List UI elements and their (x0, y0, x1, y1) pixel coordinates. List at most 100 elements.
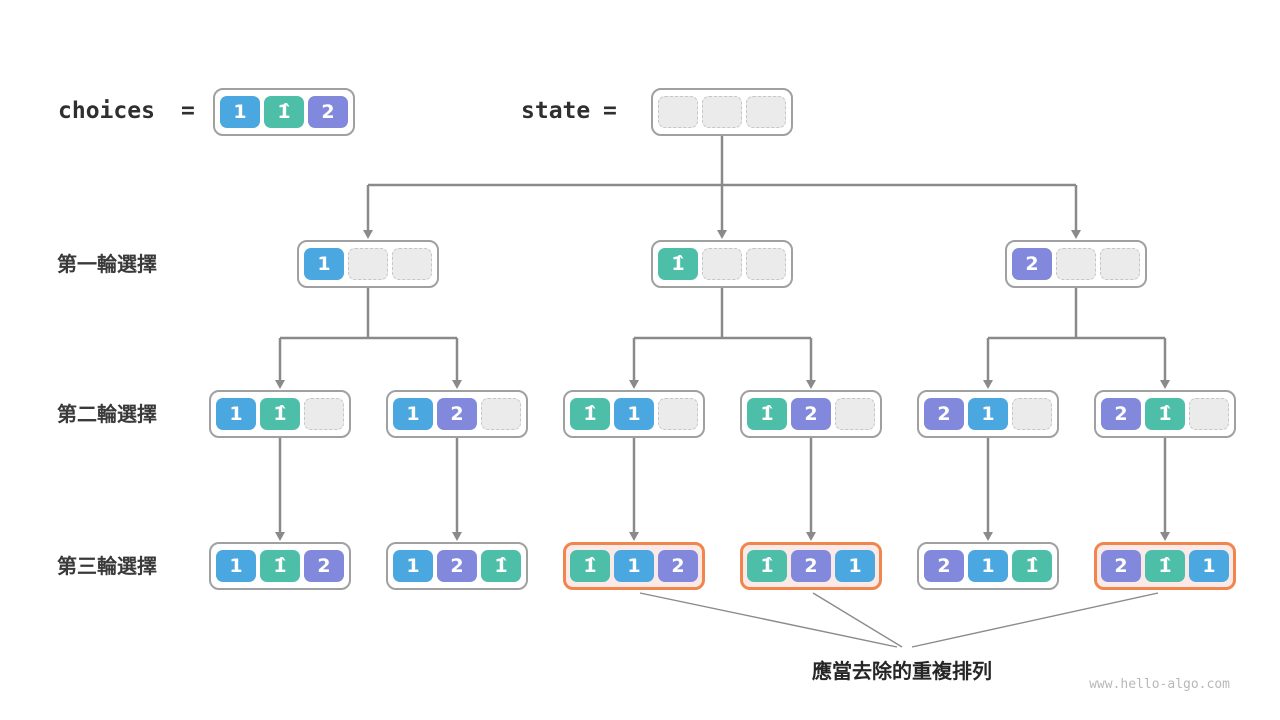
value-cell: 2 (1012, 248, 1052, 280)
watermark: www.hello-algo.com (1089, 677, 1230, 692)
connector-line (986, 288, 1167, 380)
value-cell: 1̂ (1145, 550, 1185, 582)
round-2-label: 第二輪選擇 (57, 402, 157, 426)
callout-line (639, 592, 898, 648)
value-cell: 1̂ (260, 398, 300, 430)
value-cell: 1̂ (481, 550, 521, 582)
state-label: state (521, 98, 591, 124)
value-cell: 2 (1101, 550, 1141, 582)
empty-cell (1100, 248, 1140, 280)
connector-line (632, 288, 813, 380)
empty-cell (304, 398, 344, 430)
state-box (651, 88, 793, 136)
value-cell: 1 (220, 96, 260, 128)
arrowhead (452, 532, 462, 541)
perm-node-r1-1: 1 (297, 240, 439, 288)
callout-line (911, 592, 1159, 648)
value-cell: 1 (393, 550, 433, 582)
value-cell: 1 (614, 550, 654, 582)
arrowhead (363, 230, 373, 239)
empty-cell (392, 248, 432, 280)
value-cell: 2 (924, 398, 964, 430)
empty-cell (658, 398, 698, 430)
empty-cell (702, 96, 742, 128)
arrowhead (629, 532, 639, 541)
perm-node-r2-4: 1̂2 (740, 390, 882, 438)
value-cell: 2 (304, 550, 344, 582)
perm-node-r1-3: 2 (1005, 240, 1147, 288)
value-cell: 1 (835, 550, 875, 582)
value-cell: 1̂ (1012, 550, 1052, 582)
value-cell: 1̂ (570, 550, 610, 582)
value-cell: 1 (393, 398, 433, 430)
empty-cell (658, 96, 698, 128)
value-cell: 1̂ (570, 398, 610, 430)
empty-cell (1056, 248, 1096, 280)
connector-line (278, 438, 1167, 532)
empty-cell (481, 398, 521, 430)
state-equals: = (603, 98, 617, 124)
value-cell: 1̂ (747, 398, 787, 430)
value-cell: 1̂ (747, 550, 787, 582)
value-cell: 1̂ (1145, 398, 1185, 430)
perm-node-r2-3: 1̂1 (563, 390, 705, 438)
arrowhead (275, 532, 285, 541)
value-cell: 2 (791, 550, 831, 582)
value-cell: 2 (1101, 398, 1141, 430)
empty-cell (348, 248, 388, 280)
empty-cell (702, 248, 742, 280)
value-cell: 2 (308, 96, 348, 128)
value-cell: 1 (614, 398, 654, 430)
value-cell: 1̂ (260, 550, 300, 582)
empty-cell (1012, 398, 1052, 430)
round-3-label: 第三輪選擇 (57, 554, 157, 578)
connector-line (278, 288, 459, 380)
empty-cell (746, 248, 786, 280)
empty-cell (1189, 398, 1229, 430)
arrowhead (275, 380, 285, 389)
arrowhead (983, 532, 993, 541)
value-cell: 1 (968, 550, 1008, 582)
round-1-label: 第一輪選擇 (57, 252, 157, 276)
arrowhead (629, 380, 639, 389)
arrowhead (1160, 380, 1170, 389)
choices-label: choices (58, 98, 155, 124)
value-cell: 1 (968, 398, 1008, 430)
value-cell: 1 (216, 398, 256, 430)
arrowhead (1160, 532, 1170, 541)
value-cell: 1̂ (264, 96, 304, 128)
value-cell: 2 (437, 550, 477, 582)
value-cell: 1 (1189, 550, 1229, 582)
value-cell: 2 (658, 550, 698, 582)
value-cell: 1̂ (658, 248, 698, 280)
arrowhead (717, 230, 727, 239)
arrowhead (983, 380, 993, 389)
empty-cell (835, 398, 875, 430)
empty-cell (746, 96, 786, 128)
perm-node-r1-2: 1̂ (651, 240, 793, 288)
value-cell: 1 (216, 550, 256, 582)
arrowhead (1071, 230, 1081, 239)
value-cell: 2 (437, 398, 477, 430)
arrowhead (452, 380, 462, 389)
value-cell: 2 (924, 550, 964, 582)
arrowhead (806, 380, 816, 389)
value-cell: 1 (304, 248, 344, 280)
duplicate-annotation: 應當去除的重複排列 (812, 659, 992, 683)
callout-line (812, 592, 903, 648)
arrowhead (806, 532, 816, 541)
choices-equals: = (181, 98, 195, 124)
